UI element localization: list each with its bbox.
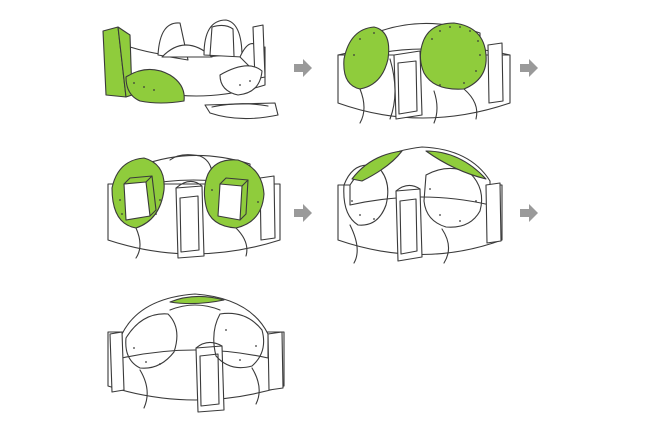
arrow-right-icon bbox=[294, 204, 312, 222]
step-3-illustration bbox=[107, 154, 281, 259]
step-4-illustration bbox=[337, 146, 503, 264]
arrow-right-icon bbox=[294, 59, 312, 77]
green-upper-petal-left bbox=[351, 150, 403, 182]
step-2-illustration bbox=[337, 22, 511, 124]
arrow-shape bbox=[520, 59, 538, 77]
green-upper-petal-right bbox=[425, 150, 487, 180]
arrow-shape bbox=[294, 59, 312, 77]
arrow-shape bbox=[520, 204, 538, 222]
arrow-right-icon bbox=[520, 204, 538, 222]
step-1-illustration bbox=[102, 19, 279, 120]
green-dome-segment bbox=[125, 68, 185, 104]
window-left bbox=[123, 181, 151, 221]
green-side-petal-left bbox=[343, 26, 390, 90]
arrow-shape bbox=[294, 204, 312, 222]
window-right bbox=[217, 183, 243, 221]
green-top-cap bbox=[169, 295, 225, 305]
step-5-illustration bbox=[107, 293, 285, 413]
arrow-right-icon bbox=[520, 59, 538, 77]
green-side-petal-right bbox=[419, 22, 487, 90]
